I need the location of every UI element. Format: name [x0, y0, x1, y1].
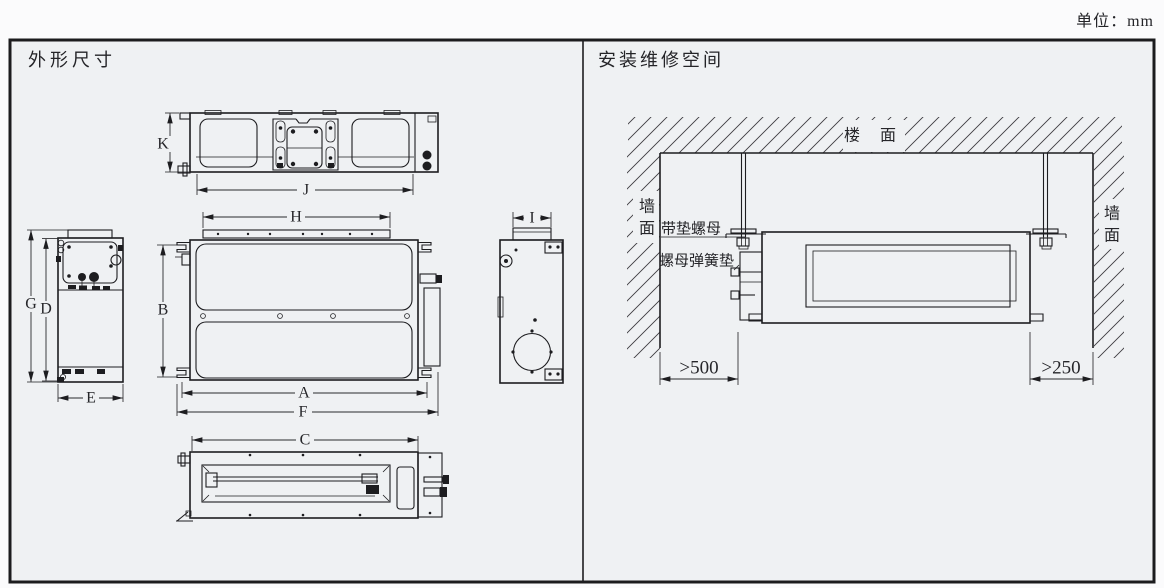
unit-label: 单位：mm — [1076, 13, 1154, 30]
dim-label-I: I — [529, 210, 534, 227]
right-wall-hatch — [1094, 153, 1124, 358]
dim-label-G: G — [25, 296, 37, 313]
hanger-nut-assemblies — [725, 228, 1067, 250]
nut-with-washer-label: 带垫螺母 — [661, 220, 721, 237]
dim-label-C: C — [300, 432, 311, 449]
indoor-unit — [730, 231, 1044, 324]
top-view-drawing: K J — [155, 110, 439, 199]
dim-F: F — [176, 372, 439, 421]
dim-A: A — [181, 382, 428, 402]
installation-diagram: 楼 面 墙 面 墙 面 — [627, 117, 1125, 385]
right-wall-label-char1: 墙 — [1104, 205, 1120, 223]
hanger-callouts: 带垫螺母 螺母弹簧垫 — [659, 220, 745, 271]
dim-D: D — [38, 238, 58, 382]
bottom-view-drawing: C — [176, 432, 449, 522]
dim-C: C — [191, 432, 419, 451]
dim-right-clearance: >250 — [1029, 332, 1094, 385]
right-clearance-value: >250 — [1041, 357, 1080, 378]
dim-B: B — [155, 244, 177, 378]
dim-label-F: F — [299, 404, 308, 421]
dim-label-J: J — [303, 182, 309, 199]
hanger-rods — [740, 153, 1049, 237]
dim-left-clearance: >500 — [659, 332, 739, 385]
right-side-view-drawing: I — [497, 210, 564, 384]
left-wall-hatch — [627, 153, 660, 358]
dim-K: K — [155, 112, 190, 173]
dim-label-H: H — [290, 209, 302, 226]
sheet-frame — [8, 38, 1156, 584]
dim-label-B: B — [158, 302, 169, 319]
dim-H: H — [202, 209, 391, 228]
dim-label-A: A — [298, 385, 310, 402]
dim-J: J — [196, 174, 414, 199]
front-view-drawing: H B A — [155, 209, 442, 421]
nut-spring-washer-label: 螺母弹簧垫 — [659, 252, 734, 269]
dim-label-K: K — [157, 136, 169, 153]
left-wall-label-char2: 面 — [639, 221, 655, 238]
install-panel-title: 安装维修空间 — [598, 50, 724, 70]
ceiling-label: 楼 面 — [844, 127, 904, 145]
dim-label-E: E — [86, 390, 96, 407]
dim-E: E — [57, 384, 124, 407]
outline-panel-title: 外形尺寸 — [28, 50, 116, 70]
left-clearance-value: >500 — [679, 357, 718, 378]
left-wall-label-char1: 墙 — [639, 198, 655, 216]
left-side-view-drawing: G D E — [23, 229, 124, 407]
dim-label-D: D — [40, 301, 52, 318]
dim-G: G — [23, 229, 70, 383]
dim-I: I — [512, 210, 552, 227]
right-wall-label-char2: 面 — [1104, 228, 1120, 245]
